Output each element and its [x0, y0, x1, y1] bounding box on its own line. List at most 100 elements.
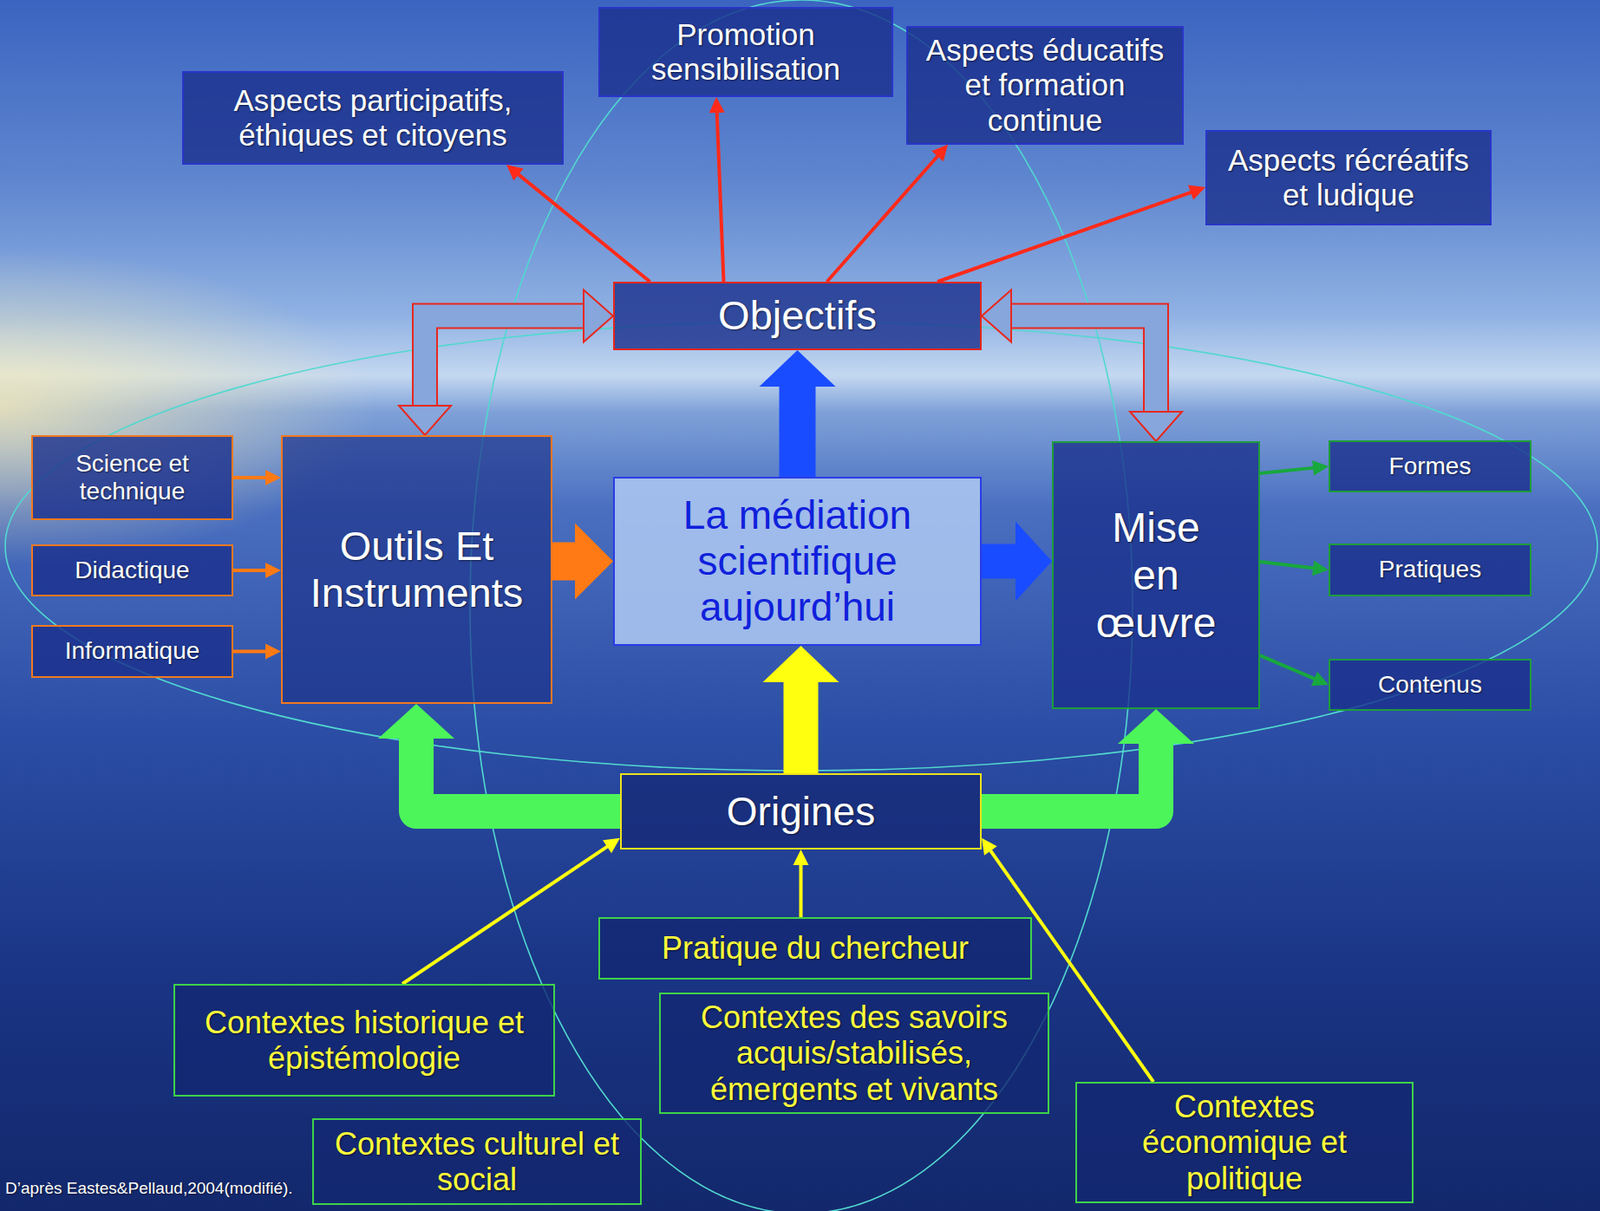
arrow-head	[1311, 672, 1329, 687]
block-arrow	[981, 522, 1052, 602]
tool-source-box: Informatique	[31, 625, 234, 679]
box-text: Didactique	[74, 556, 190, 585]
box-text: Contenus	[1377, 671, 1483, 699]
arrow-head	[1015, 522, 1052, 602]
arrow-shaft	[981, 742, 1156, 812]
box-text: Aspects récréatifs et ludique	[1217, 143, 1480, 214]
tools-box: Outils Et Instruments	[280, 435, 553, 705]
arrow-line	[1260, 655, 1329, 686]
context-box: Contextes historique et épistémologie	[173, 984, 556, 1098]
box-text: Pratiques	[1378, 555, 1482, 584]
arrow-head	[763, 646, 840, 683]
box-text: Objectifs	[718, 292, 877, 340]
box-text: Contextes économique et politique	[1087, 1089, 1402, 1197]
box-text: Promotion sensibilisation	[610, 17, 882, 88]
arrow-line	[402, 838, 621, 985]
arrow-line	[506, 164, 651, 282]
box-text: Science et technique	[43, 450, 222, 506]
context-box: Contextes des savoirs acquis/stabilisés,…	[659, 992, 1050, 1115]
arrow-head	[265, 562, 281, 579]
arrow-line	[1260, 560, 1329, 576]
arrow-head	[981, 290, 1012, 343]
arrow-shaft	[402, 846, 609, 985]
arrow-head	[709, 97, 725, 113]
arrow-head	[1312, 460, 1329, 477]
arrow-shaft	[779, 385, 817, 477]
block-arrow	[981, 290, 1183, 443]
box-text: Contextes historique et épistémologie	[185, 1005, 543, 1078]
box-text: Mise en œuvre	[1096, 503, 1217, 648]
arrow-line	[233, 562, 281, 579]
arrow-head	[1129, 411, 1183, 442]
arrow-head	[378, 704, 455, 739]
box-text: Contextes culturel et social	[324, 1126, 630, 1199]
box-text: La médiation scientifique aujourd’hui	[625, 492, 970, 631]
arrow-shaft	[233, 650, 268, 654]
box-text: Aspects participatifs, éthiques et citoy…	[194, 83, 552, 154]
block-arrow	[378, 704, 621, 812]
arrow-shaft-inner	[1009, 316, 1156, 415]
box-text: Origines	[726, 789, 876, 836]
block-arrow	[398, 290, 614, 437]
arrow-head	[265, 644, 281, 660]
arrow-head	[981, 838, 998, 856]
source-note: D’après Eastes&Pellaud,2004(modifié).	[5, 1179, 294, 1199]
central-box: La médiation scientifique aujourd’hui	[613, 476, 982, 647]
implementation-item: Pratiques	[1328, 543, 1532, 597]
tool-source-box: Science et technique	[31, 435, 234, 521]
arrow-head	[1312, 560, 1329, 576]
goal-box: Promotion sensibilisation	[598, 6, 894, 98]
arrow-line	[937, 185, 1206, 282]
tool-source-box: Didactique	[31, 544, 234, 597]
goal-box: Aspects récréatifs et ludique	[1205, 130, 1492, 226]
arrow-head	[1117, 709, 1195, 745]
arrow-head	[506, 164, 524, 181]
arrow-head	[1188, 185, 1206, 201]
arrow-head	[931, 144, 948, 162]
arrow-shaft	[1260, 561, 1315, 569]
box-text: Pratique du chercheur	[661, 930, 969, 967]
arrow-shaft	[233, 568, 268, 573]
arrow-shaft-outline	[1009, 316, 1156, 415]
arrow-head	[793, 849, 810, 866]
arrow-shaft	[783, 680, 819, 774]
box-text: Outils Et Instruments	[310, 522, 524, 617]
objectives-box: Objectifs	[613, 281, 982, 351]
arrow-shaft-inner	[424, 316, 586, 409]
arrow-shaft	[827, 155, 940, 282]
vertical-ellipse	[470, 0, 1133, 1211]
arrow-line	[793, 849, 810, 918]
context-box: Contextes culturel et social	[312, 1118, 642, 1206]
arrow-line	[233, 470, 281, 486]
arrow-shaft	[981, 544, 1018, 580]
block-arrow	[763, 646, 840, 774]
arrow-shaft	[1260, 468, 1315, 474]
implementation-box: Mise en œuvre	[1051, 441, 1261, 710]
block-arrow	[552, 523, 614, 601]
arrow-head	[265, 470, 281, 486]
arrow-shaft	[416, 737, 621, 812]
arrow-shaft	[552, 542, 577, 582]
arrow-head	[759, 350, 836, 387]
arrow-line	[827, 144, 949, 282]
arrow-shaft	[717, 111, 725, 282]
context-box: Pratique du chercheur	[598, 917, 1032, 980]
goal-box: Aspects participatifs, éthiques et citoy…	[182, 71, 564, 165]
arrow-head	[574, 523, 614, 601]
arrow-shaft	[799, 863, 804, 918]
arrow-line	[1260, 460, 1329, 477]
block-arrow	[981, 709, 1195, 812]
arrow-shaft-outline	[424, 316, 586, 409]
box-text: Aspects éducatifs et formation continue	[918, 32, 1172, 138]
implementation-item: Contenus	[1328, 659, 1532, 712]
box-text: Formes	[1389, 452, 1472, 481]
arrow-head	[583, 290, 614, 343]
arrow-shaft	[1260, 655, 1316, 680]
context-box: Contextes économique et politique	[1075, 1082, 1414, 1204]
block-arrow	[759, 350, 836, 477]
arrow-head	[398, 405, 451, 436]
implementation-item: Formes	[1328, 440, 1532, 493]
arrow-head	[602, 838, 621, 854]
origins-box: Origines	[620, 773, 982, 850]
